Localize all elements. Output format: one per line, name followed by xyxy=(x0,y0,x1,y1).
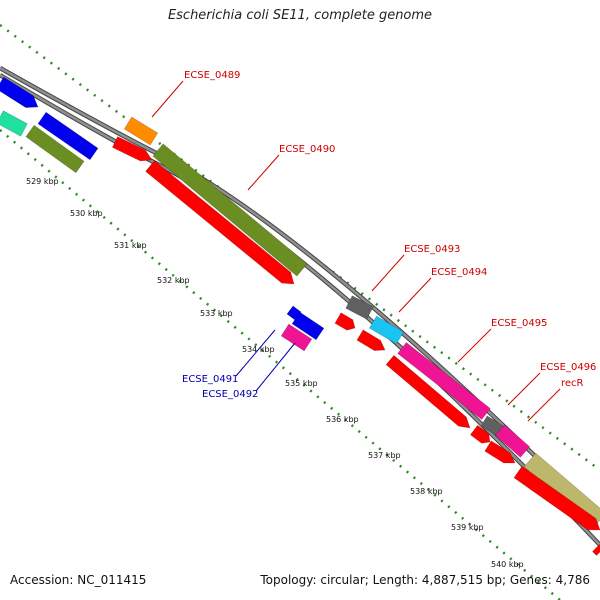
dotted-guide-line-1 xyxy=(0,23,600,472)
gene-label-ecse-0489[interactable]: ECSE_0489 xyxy=(184,70,240,81)
gene-feature-5[interactable] xyxy=(123,116,159,146)
gene-feature-1[interactable] xyxy=(0,76,39,108)
gene-label-ecse-0496[interactable]: ECSE_0496 xyxy=(540,362,596,373)
gene-label-ecse-0495[interactable]: ECSE_0495 xyxy=(491,318,547,329)
gene-feature-3[interactable] xyxy=(0,110,28,137)
leader-line-recr xyxy=(527,388,561,422)
leader-line-ecse-0495 xyxy=(457,328,492,363)
gene-feature-23[interactable] xyxy=(513,465,600,531)
gene-label-ecse-0494[interactable]: ECSE_0494 xyxy=(431,267,487,278)
tick-label-8: 536 kbp xyxy=(326,415,359,424)
gene-feature-12[interactable] xyxy=(345,295,374,320)
gene-feature-16[interactable] xyxy=(397,342,491,420)
accession-label: Accession: NC_011415 xyxy=(10,573,147,587)
gene-label-recr[interactable]: recR xyxy=(561,378,584,389)
gene-feature-17[interactable] xyxy=(385,354,471,429)
gene-feature-8[interactable] xyxy=(145,160,295,285)
tick-label-12: 540 kbp xyxy=(491,560,524,569)
tick-label-7: 535 kbp xyxy=(285,379,318,388)
gene-feature-2[interactable] xyxy=(37,111,99,161)
tick-label-11: 539 kbp xyxy=(451,523,484,532)
leader-line-ecse-0492 xyxy=(255,342,296,392)
leader-line-ecse-0490 xyxy=(247,154,280,191)
gene-feature-15[interactable] xyxy=(356,329,386,351)
map-title: Escherichia coli SE11, complete genome xyxy=(167,8,433,23)
tick-label-3: 531 kbp xyxy=(114,241,147,250)
gene-feature-19[interactable] xyxy=(469,424,491,444)
leader-line-ecse-0491 xyxy=(235,329,276,377)
gene-feature-4[interactable] xyxy=(25,124,85,174)
gene-feature-14[interactable] xyxy=(368,315,405,345)
gene-feature-21[interactable] xyxy=(484,440,516,464)
genome-summary: Topology: circular; Length: 4,887,515 bp… xyxy=(260,573,590,587)
gene-label-ecse-0491[interactable]: ECSE_0491 xyxy=(182,374,238,385)
tick-label-5: 533 kbp xyxy=(200,309,233,318)
leader-line-ecse-0494 xyxy=(398,277,432,313)
gene-label-ecse-0493[interactable]: ECSE_0493 xyxy=(404,244,460,255)
gene-feature-20[interactable] xyxy=(494,424,531,458)
leader-line-ecse-0489 xyxy=(151,80,184,118)
tick-label-1: 529 kbp xyxy=(26,177,59,186)
tick-label-2: 530 kbp xyxy=(70,209,103,218)
tick-label-9: 537 kbp xyxy=(368,451,401,460)
tick-label-10: 538 kbp xyxy=(410,487,443,496)
gene-label-ecse-0492[interactable]: ECSE_0492 xyxy=(202,389,258,400)
gene-feature-7[interactable] xyxy=(152,143,308,277)
tick-label-4: 532 kbp xyxy=(157,276,190,285)
gene-feature-6[interactable] xyxy=(112,136,153,162)
gene-feature-10[interactable] xyxy=(291,311,325,341)
leader-line-ecse-0493 xyxy=(371,254,405,292)
gene-feature-11[interactable] xyxy=(280,323,313,352)
leader-line-ecse-0496 xyxy=(507,372,541,406)
gene-feature-24[interactable] xyxy=(592,544,600,556)
gene-label-ecse-0490[interactable]: ECSE_0490 xyxy=(279,144,335,155)
gene-feature-13[interactable] xyxy=(334,312,356,331)
